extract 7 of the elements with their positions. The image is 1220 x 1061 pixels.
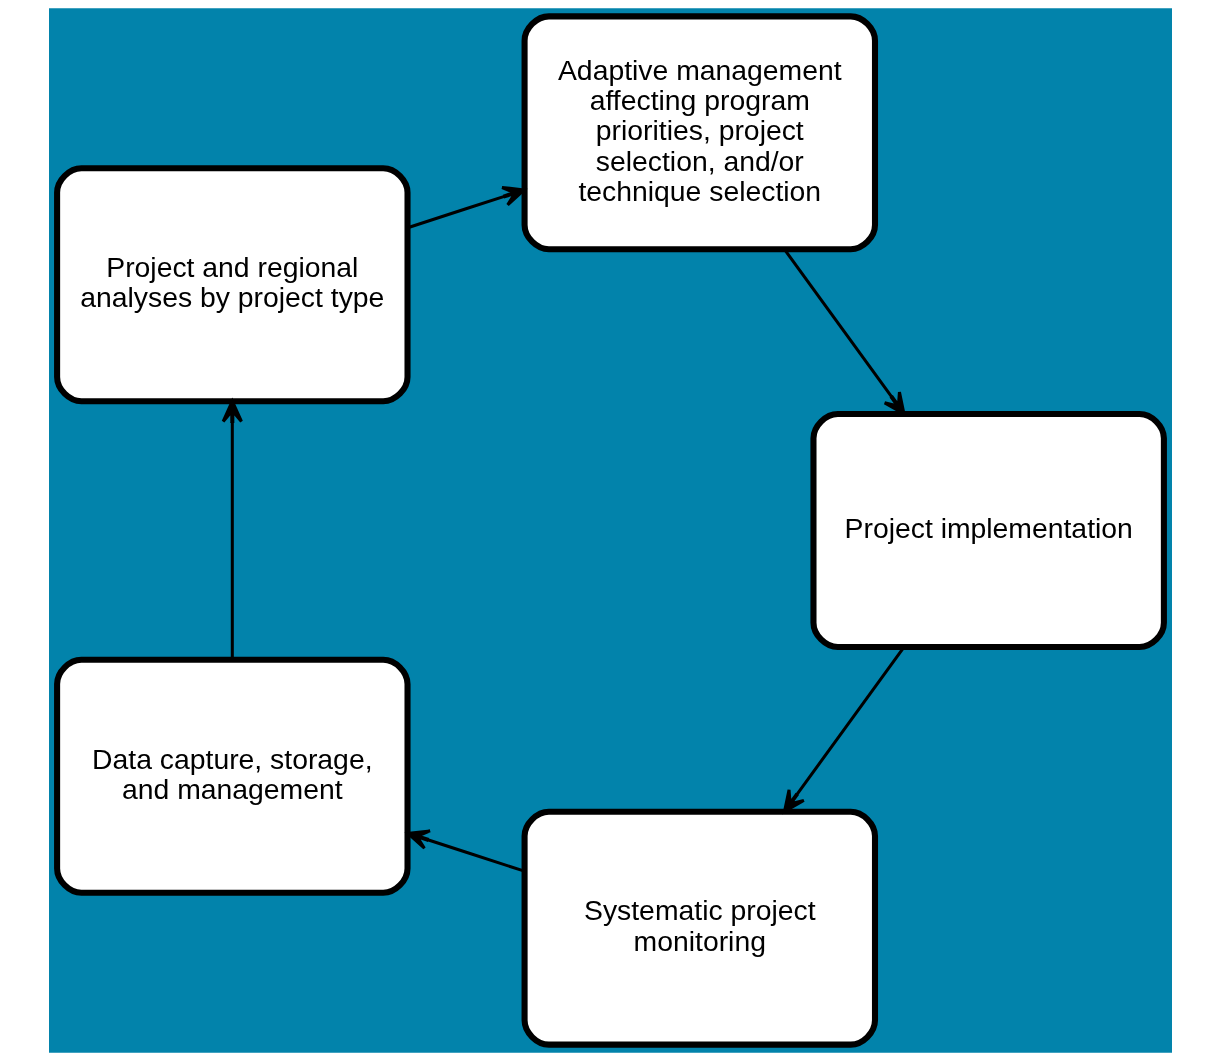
node-box: Adaptive management affecting program priorities, project selection, and/or technique selection — [521, 13, 878, 253]
node-box: Data capture, storage, and management — [53, 656, 411, 896]
node-box: Project and regional analyses by project type — [53, 165, 411, 405]
node-box: Systematic project monitoring — [521, 808, 878, 1048]
node-box: Project implementation — [809, 411, 1167, 650]
arrow — [221, 399, 243, 660]
arrow — [405, 829, 525, 873]
